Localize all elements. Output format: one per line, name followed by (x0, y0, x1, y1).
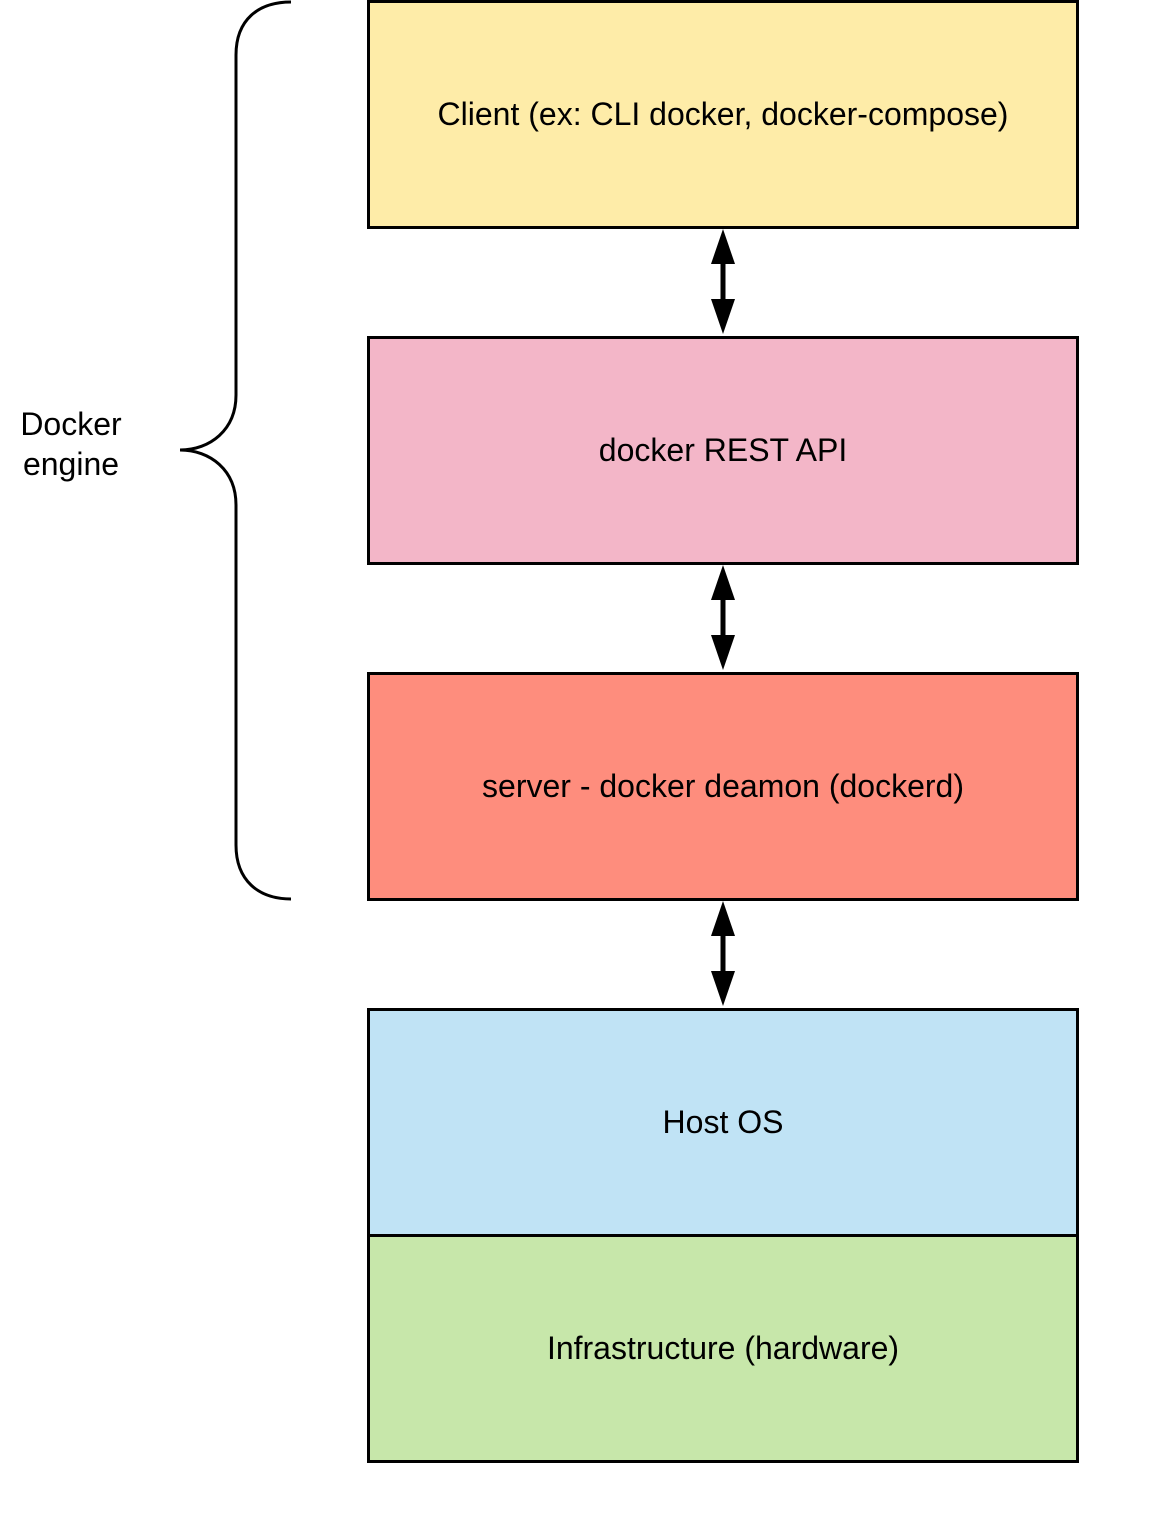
docker-engine-label-line2: engine (22, 446, 120, 482)
arrow-api-server (711, 565, 735, 670)
arrow-server-host (711, 901, 735, 1006)
infrastructure-layer-label: Infrastructure (hardware) (546, 1330, 900, 1366)
arrow-client-api (711, 229, 735, 334)
host-os-layer-box: Host OS (367, 1008, 1079, 1237)
client-layer-label: Client (ex: CLI docker, docker-compose) (437, 96, 1009, 132)
docker-engine-label-line1: Docker (20, 406, 122, 442)
rest-api-layer-box: docker REST API (367, 336, 1079, 565)
client-layer-box: Client (ex: CLI docker, docker-compose) (367, 0, 1079, 229)
rest-api-layer-label: docker REST API (598, 432, 848, 468)
docker-engine-label: Docker engine (0, 404, 142, 484)
docker-engine-brace (179, 0, 292, 901)
host-os-layer-label: Host OS (662, 1104, 784, 1140)
server-daemon-layer-box: server - docker deamon (dockerd) (367, 672, 1079, 901)
infrastructure-layer-box: Infrastructure (hardware) (367, 1234, 1079, 1463)
server-daemon-layer-label: server - docker deamon (dockerd) (482, 768, 964, 804)
